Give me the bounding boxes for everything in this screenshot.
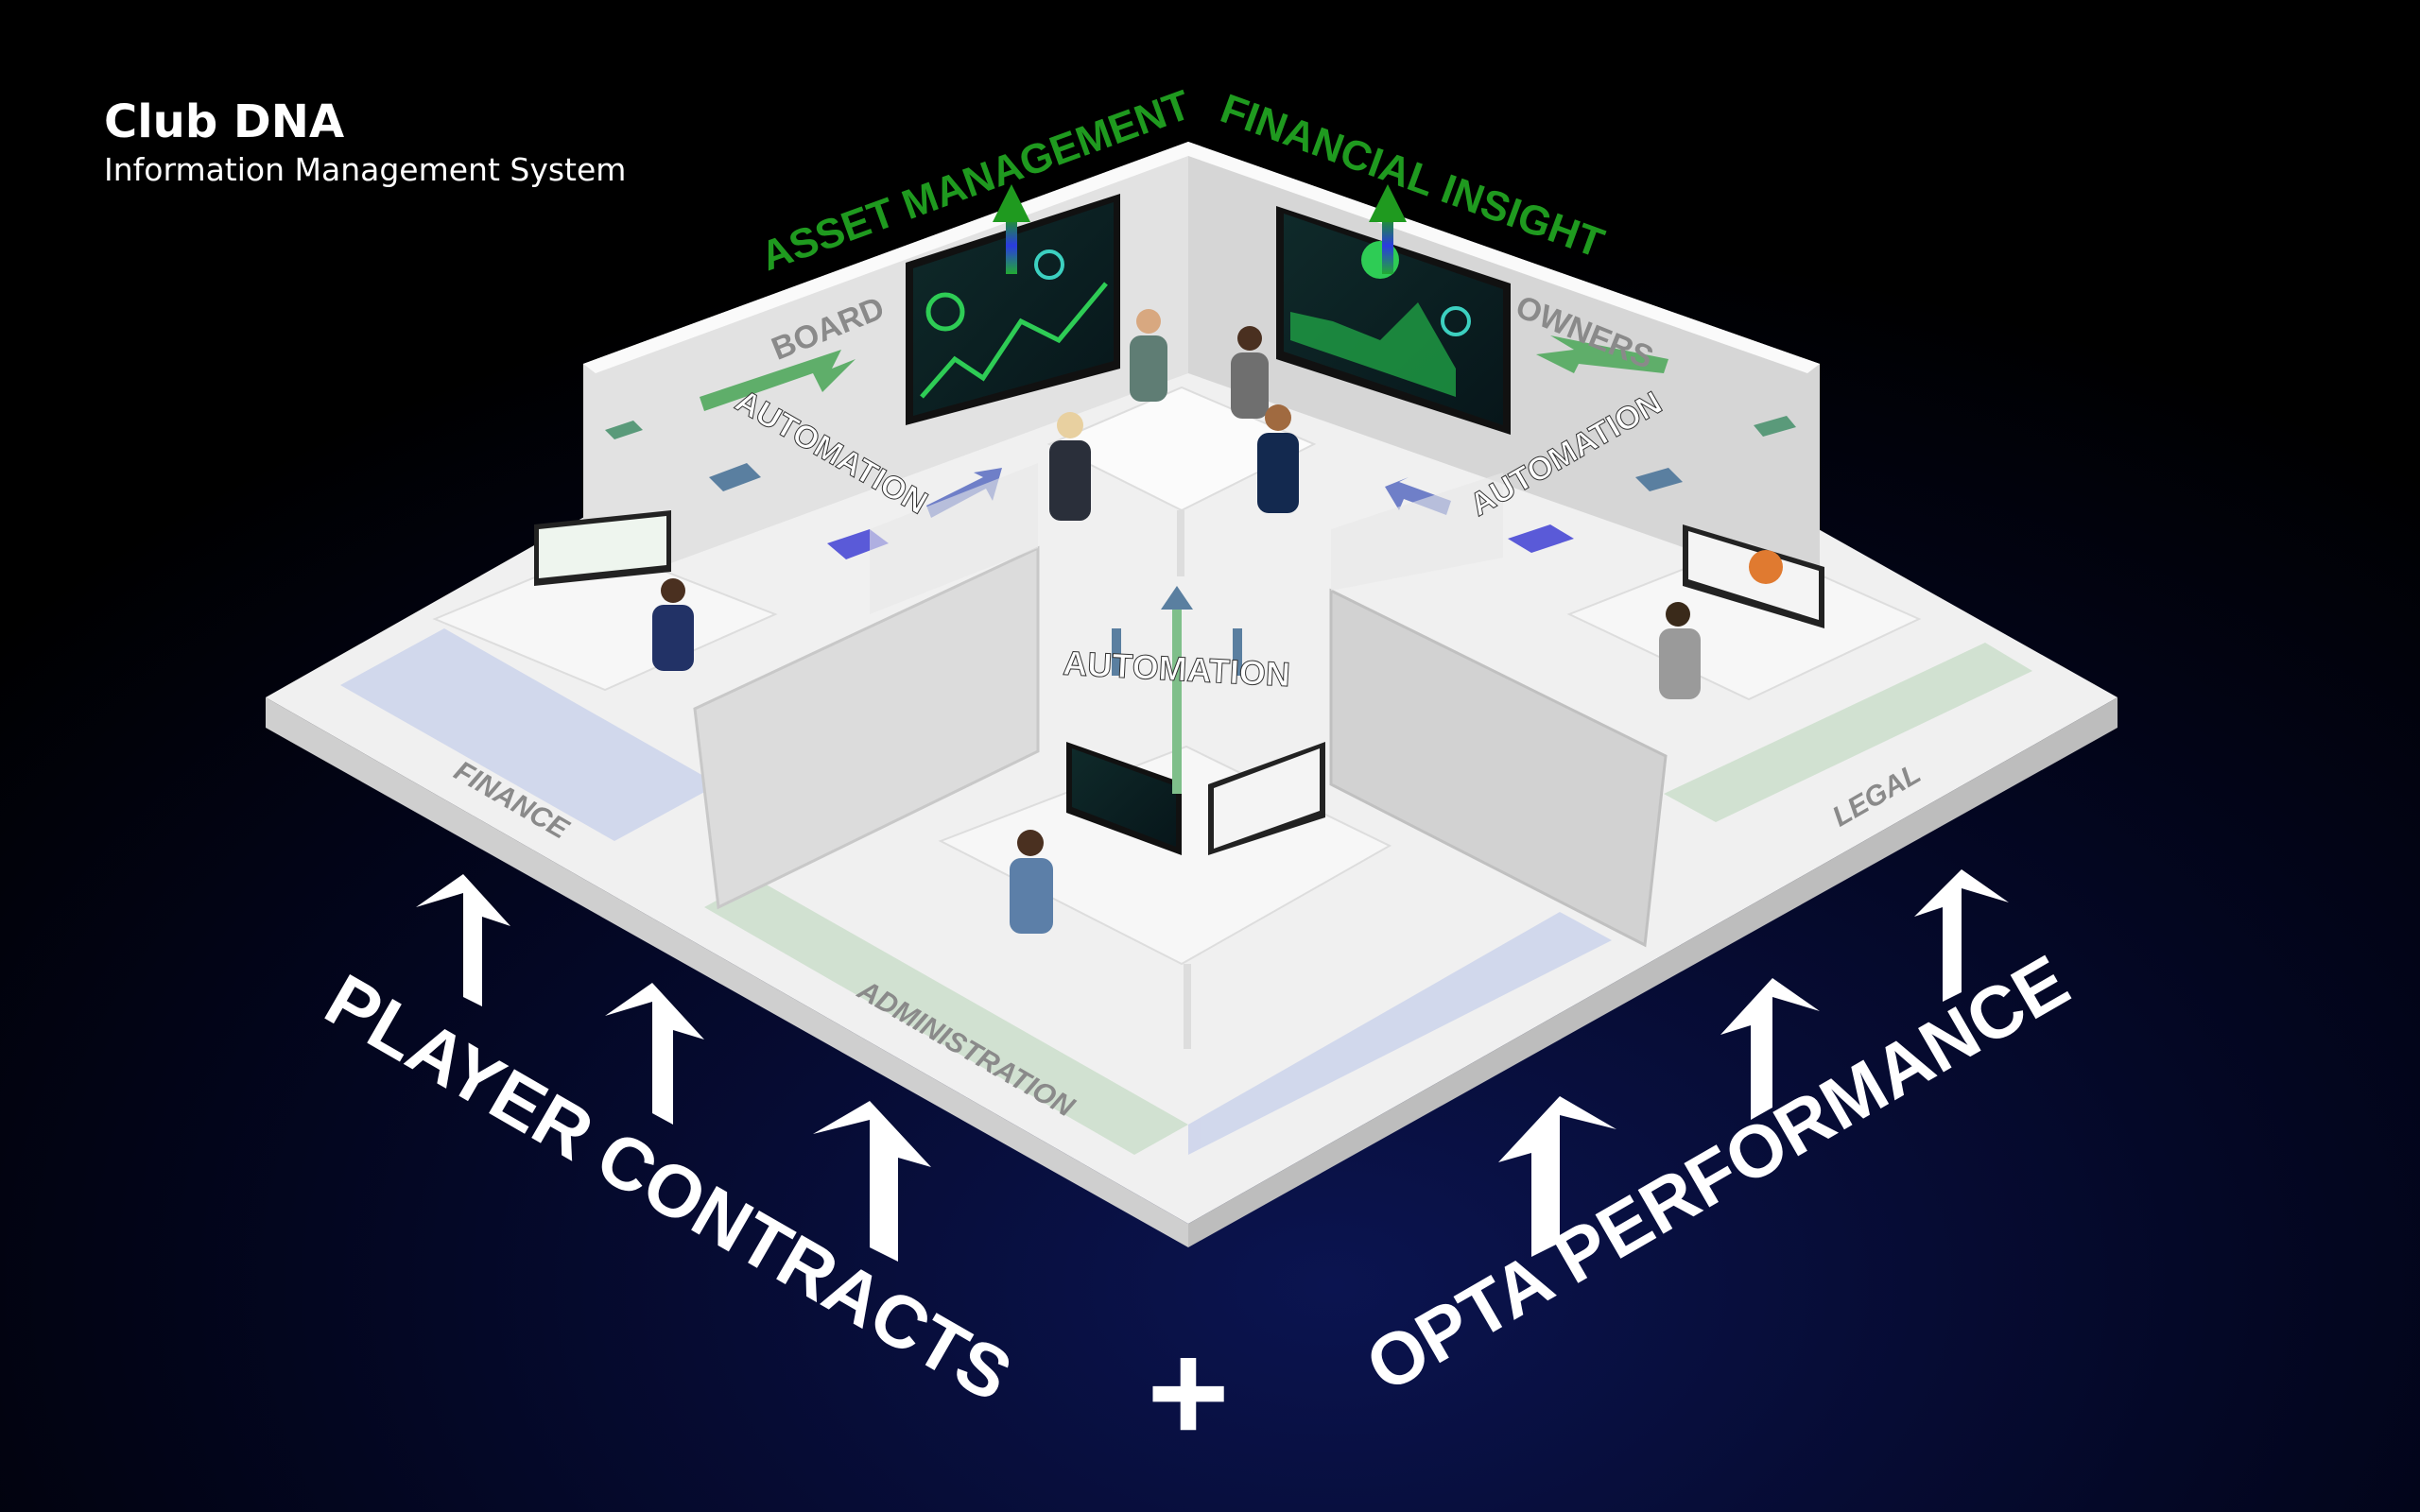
output-arrow-right-icon	[1369, 184, 1407, 274]
app-title: Club DNA	[104, 95, 345, 148]
desk-legal	[1566, 524, 1922, 701]
up-arrow-icon	[416, 874, 510, 1006]
dashboard-screen-right	[1276, 206, 1511, 435]
flow-paths	[340, 628, 2032, 1155]
floor-markers	[605, 416, 1796, 559]
center-automation-arrows	[1112, 586, 1242, 794]
up-arrow-icon	[1498, 1096, 1616, 1257]
up-arrow-icon	[1720, 978, 1820, 1120]
input-arrows-left	[416, 874, 931, 1262]
output-arrow-left-icon	[993, 184, 1030, 274]
partitions	[693, 463, 1668, 948]
up-arrow-icon	[605, 983, 704, 1125]
dashboard-screen-left	[906, 194, 1120, 425]
up-arrow-icon	[1914, 869, 2009, 1002]
desk-administration	[938, 742, 1392, 1049]
up-arrow-icon	[813, 1101, 931, 1262]
input-arrows-right	[1498, 869, 2009, 1257]
plus-sign: +	[1147, 1313, 1230, 1471]
desk-finance	[432, 510, 778, 692]
header: Club DNA Information Management System	[104, 94, 626, 191]
people-board	[1049, 309, 1299, 521]
app-subtitle: Information Management System	[104, 151, 627, 188]
